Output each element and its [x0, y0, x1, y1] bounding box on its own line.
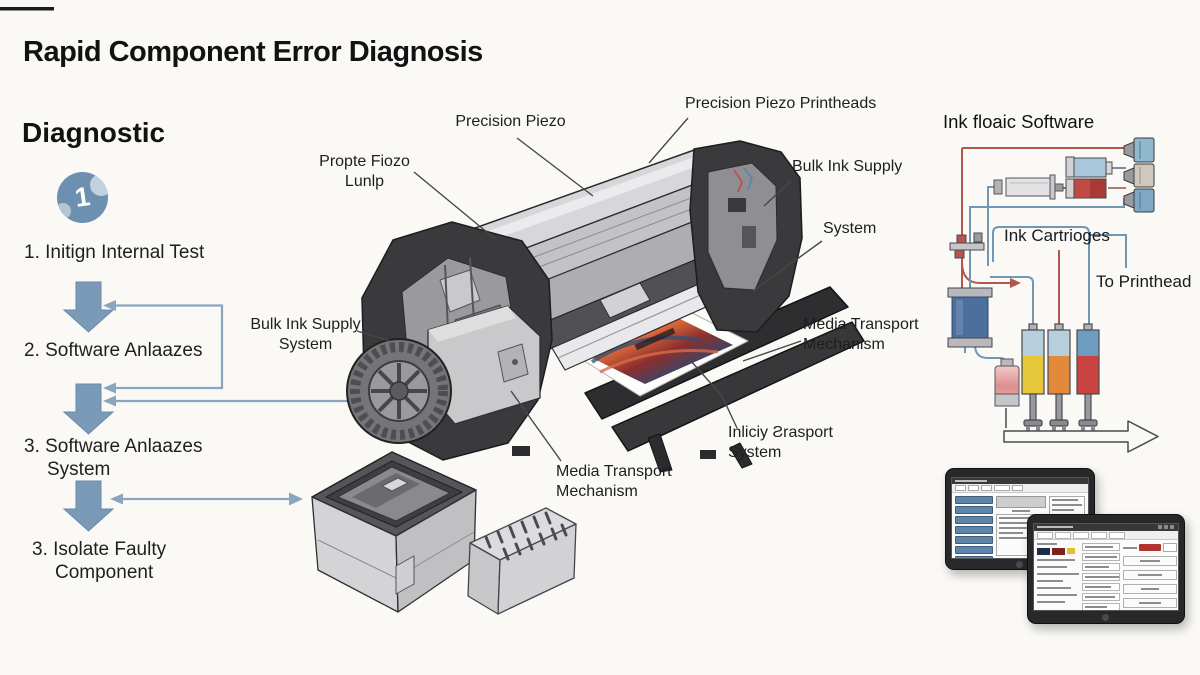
ink-pump	[994, 358, 1020, 407]
red-ink-lines	[961, 147, 1127, 346]
diagnostic-button	[955, 526, 993, 534]
label-media-transport-right: Media Transport Mechanism	[803, 316, 919, 353]
big-gray-button	[996, 496, 1046, 508]
flow-connector-lines	[116, 304, 359, 501]
step-badge: 1	[57, 172, 108, 223]
label-system-right: System	[823, 220, 877, 237]
red-swatch	[1052, 548, 1065, 555]
diagnostic-button	[955, 556, 993, 558]
action-button	[1123, 598, 1177, 608]
home-button	[1102, 614, 1109, 621]
back-titlebar	[952, 478, 1088, 484]
corner-mark	[0, 7, 54, 11]
label-propte-fiozo: Propte Fiozo Lunlp	[319, 153, 410, 190]
down-arrow-icon	[62, 281, 115, 333]
flowchart-heading: Diagnostic	[22, 117, 166, 148]
maintenance-box-illustration	[311, 451, 577, 615]
ink-canister	[947, 287, 993, 348]
flow-down-arrows	[62, 281, 115, 532]
diagnostic-button	[955, 546, 993, 554]
printer-pump-wheel	[346, 338, 452, 444]
badge-highlight	[90, 174, 108, 196]
front-titlebar	[1034, 524, 1178, 531]
back-center-panel	[996, 496, 1046, 558]
label-precision-piezo: Precision Piezo	[455, 113, 566, 130]
navy-swatch	[1037, 548, 1050, 555]
flow-step-2: 2. Software Anlaazes	[24, 340, 203, 361]
ink-flow-title: Ink floaic Software	[943, 111, 1095, 132]
label-media-transport-bottom: Media Transport Mechanism	[556, 463, 672, 500]
home-button	[1016, 561, 1023, 568]
down-arrow-icon	[62, 383, 115, 435]
progress-bar-red	[1139, 544, 1161, 551]
diagnostic-button	[955, 506, 993, 514]
badge-highlight	[57, 203, 71, 219]
diagnostic-button	[955, 536, 993, 544]
progress-bar-rest	[1163, 543, 1177, 552]
label-bulk-ink-supply-left: Bulk Ink Supply System	[250, 316, 361, 353]
front-middle-panel	[1082, 543, 1120, 610]
front-left-panel	[1037, 543, 1079, 610]
front-right-panel	[1123, 543, 1177, 610]
flow-output-arrow	[1003, 420, 1159, 453]
front-tablet-screen	[1033, 523, 1179, 611]
flow-step-1: 1. Initign Internal Test	[24, 242, 205, 263]
action-button	[1123, 584, 1177, 594]
label-bulk-ink-supply-right: Bulk Ink Supply	[792, 158, 903, 175]
flow-step-3: 3. Software Anlaazes System	[24, 436, 203, 481]
action-button	[1123, 556, 1177, 566]
back-menubar	[952, 484, 1088, 493]
printhead-connectors	[1123, 137, 1155, 213]
flow-step-4: 3. Isolate Faulty Component	[32, 539, 167, 584]
ink-valve	[949, 232, 985, 259]
ink-flow-schematic	[947, 137, 1159, 453]
ink-syringe	[993, 174, 1064, 200]
vent-slots	[484, 511, 568, 561]
label-to-printhead: To Printhead	[1096, 272, 1192, 291]
label-ink-cartridges: Ink Cartrioges	[1004, 226, 1110, 245]
yellow-swatch	[1067, 548, 1075, 554]
front-tablet	[1027, 514, 1185, 624]
printer-illustration	[346, 140, 865, 473]
label-precision-piezo-printheads: Precision Piezo Printheads	[685, 95, 877, 112]
back-button-column	[955, 496, 993, 558]
page-title: Rapid Component Error Diagnosis	[23, 36, 483, 68]
ink-tanks	[1021, 323, 1100, 431]
label-inliciy-system: Inliciy Ƨrasport System	[728, 424, 833, 461]
label-leader-lines	[356, 117, 823, 462]
down-arrow-icon	[62, 480, 115, 532]
action-button	[1123, 570, 1177, 580]
horizontal-cartridges	[1065, 156, 1113, 199]
front-tabbar	[1034, 531, 1178, 540]
diagnostic-button	[955, 516, 993, 524]
diagnostic-button	[955, 496, 993, 504]
